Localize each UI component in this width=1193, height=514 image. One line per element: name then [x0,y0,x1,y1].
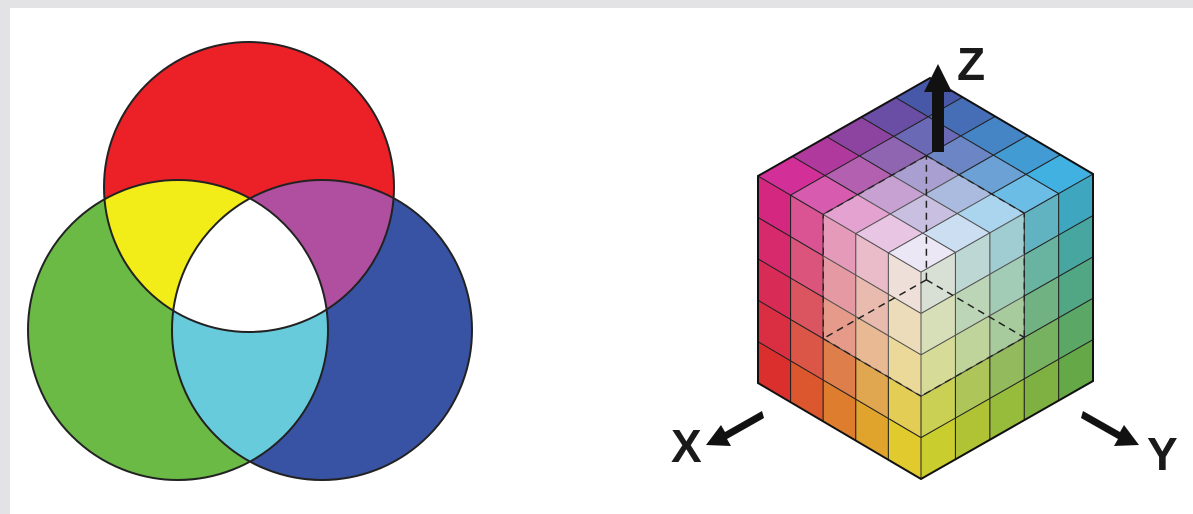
cutout-edge [822,279,927,340]
z-axis-label: Z [957,38,985,90]
cutout-edge [822,337,922,397]
cube-cell-z-face [887,232,957,273]
axis-y: Y [1081,411,1178,480]
x-axis-label: X [671,420,702,472]
cutout-edge [926,154,1025,214]
cutout-edge [920,336,1025,397]
rgb-venn-diagram [27,41,473,481]
cube-faces [757,76,1094,481]
cutout-region [823,155,1025,397]
axis-x: X [671,411,764,472]
axis-z: Z [924,38,985,152]
y-axis-arrow-icon [1081,411,1139,446]
cutout-edge [926,279,1025,339]
cube-cutout-outline [822,154,1025,397]
cutout-edge [822,154,927,216]
rgb-cube [757,76,1094,481]
x-axis-arrow-icon [706,411,764,446]
cube-outline [757,76,1094,481]
z-axis-arrow-icon [924,64,952,152]
venn-outlines [27,41,473,481]
y-axis-label: Y [1147,428,1178,480]
